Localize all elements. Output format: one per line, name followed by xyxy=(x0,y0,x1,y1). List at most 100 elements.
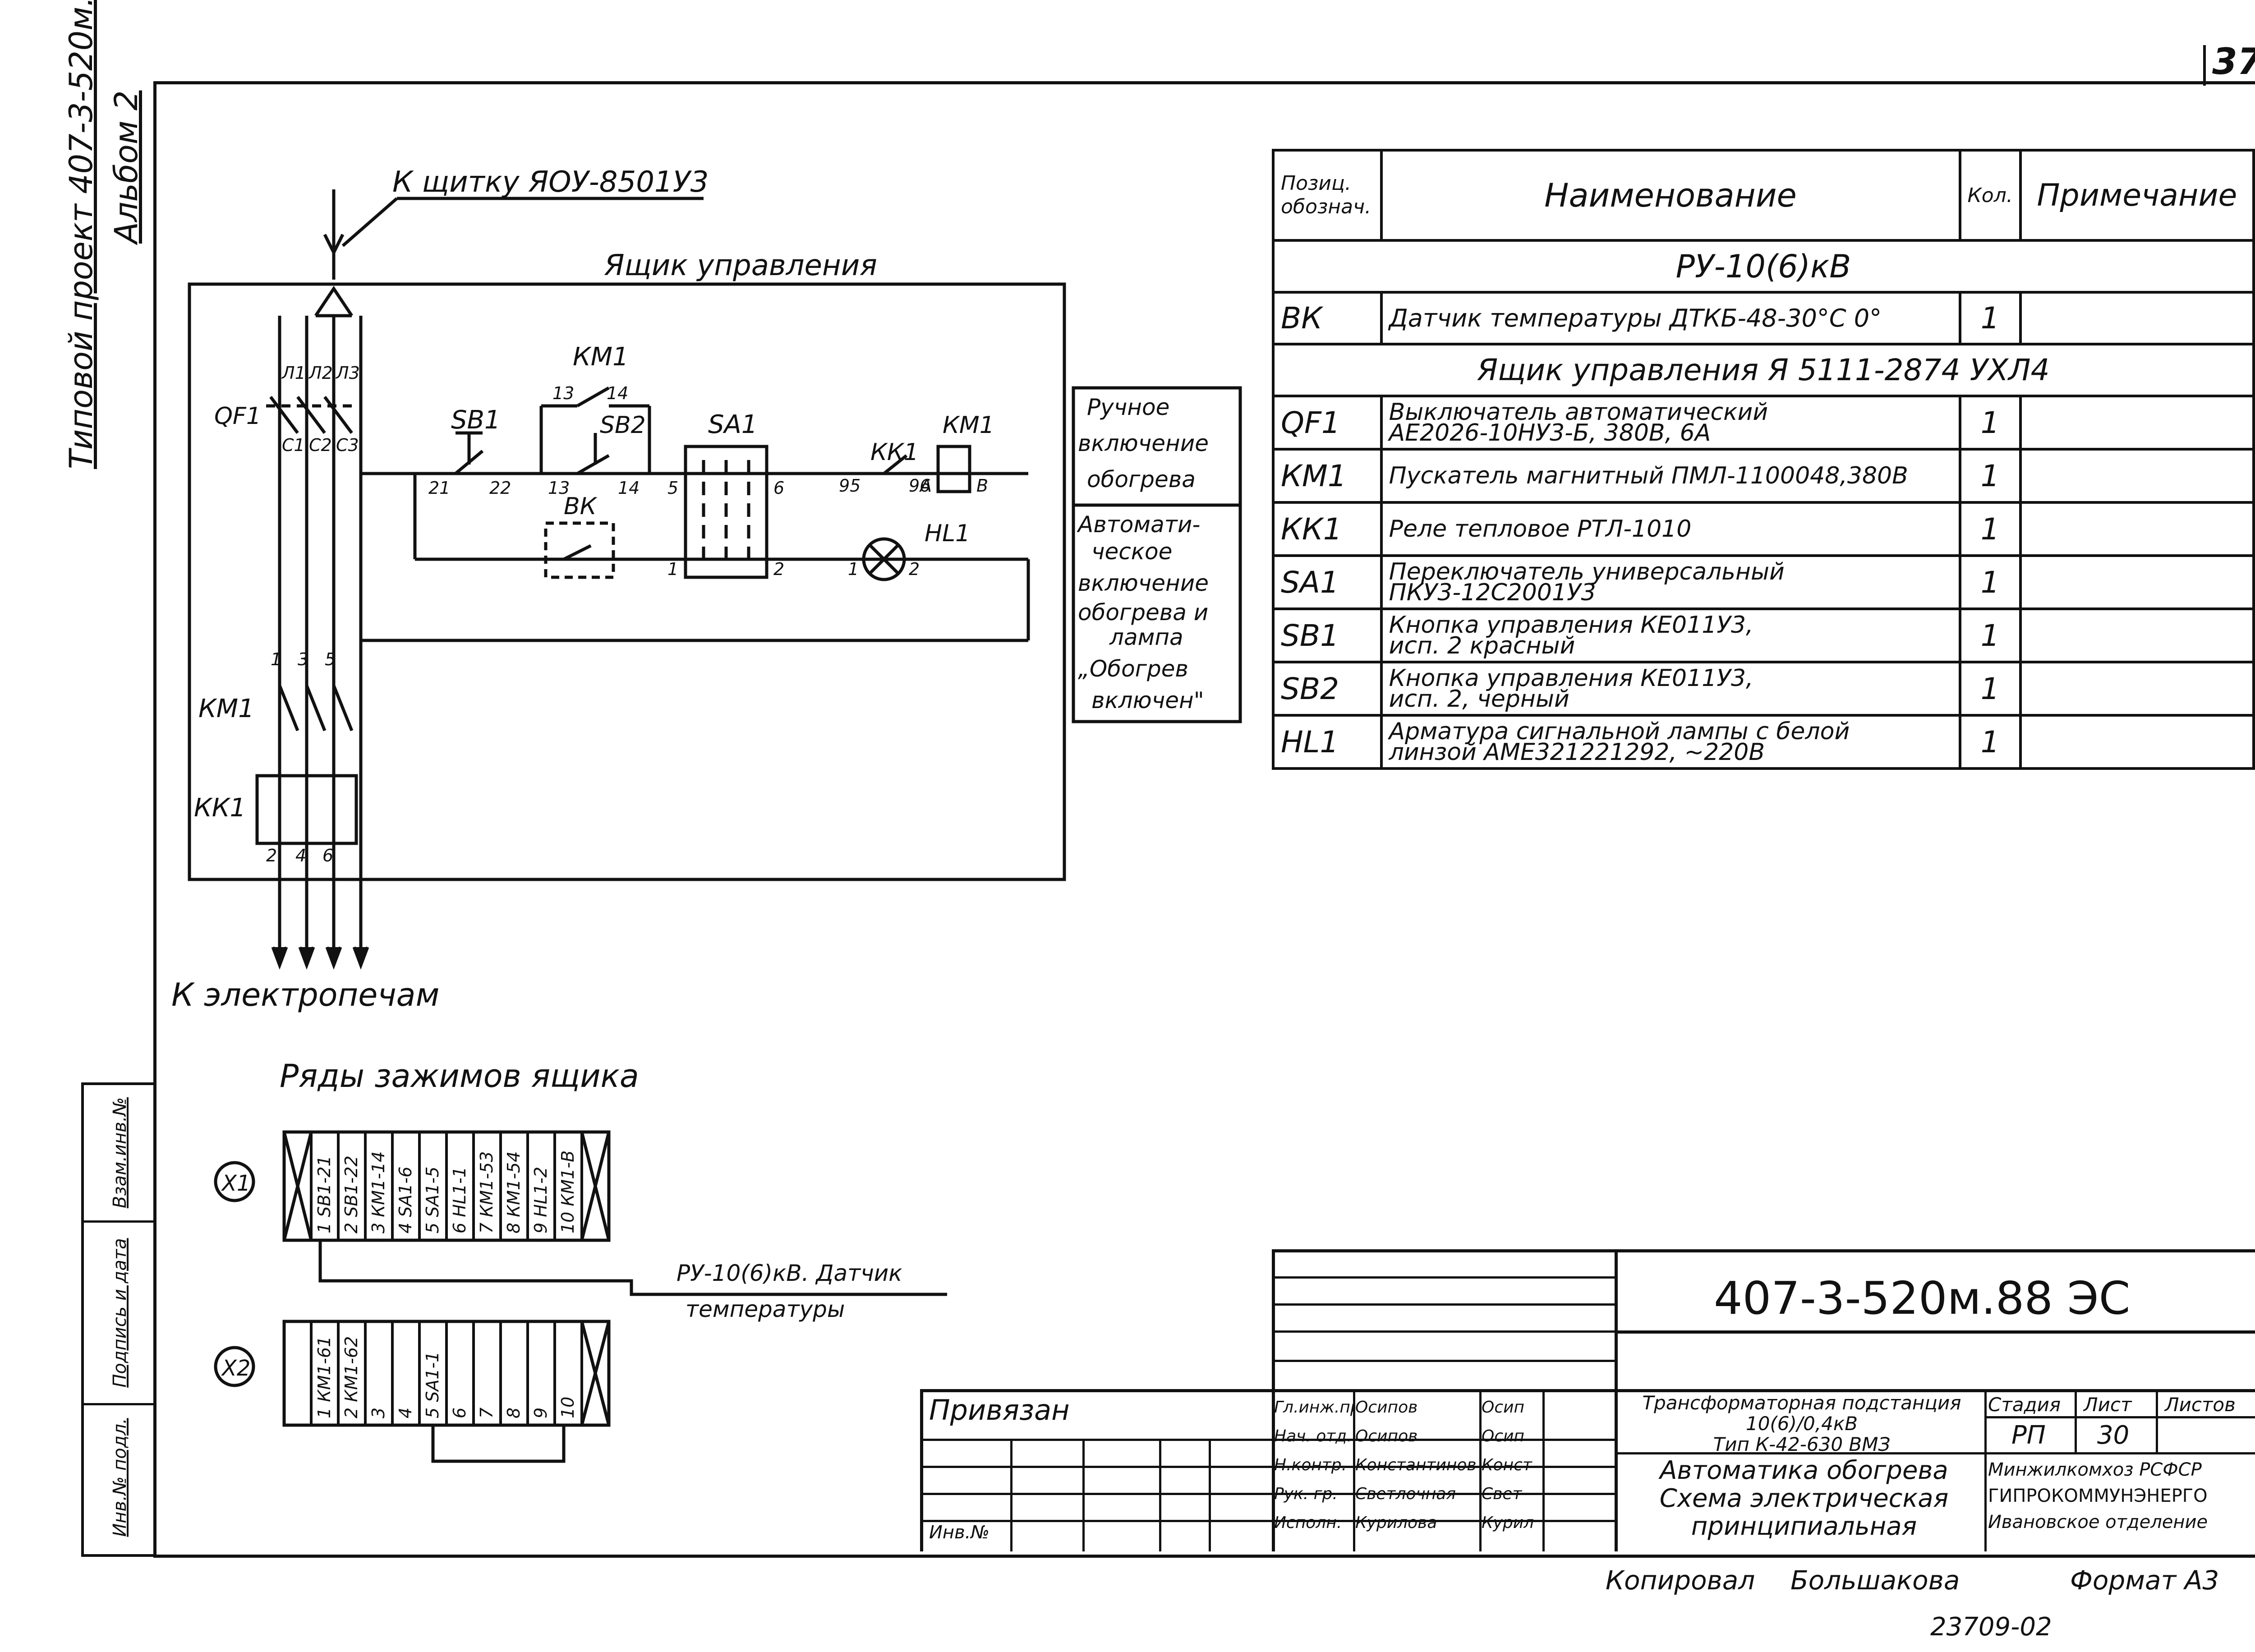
spec-cell-note xyxy=(2019,501,2255,557)
x2-marker-label: Х2 xyxy=(221,1356,250,1381)
auto-note-1: Автомати- xyxy=(1077,511,1200,538)
hl1-lamp xyxy=(862,537,906,581)
organization: Минжилкомхоз РСФСР ГИПРОКОММУНЭНЕРГО Ива… xyxy=(1988,1457,2254,1535)
spec-cell-note xyxy=(2019,714,2255,770)
role-sign: Курил xyxy=(1482,1513,1534,1532)
km1-coil-label: КМ1 xyxy=(943,412,994,439)
pin-sa1-2: 2 xyxy=(773,559,784,579)
spec-cell-pos: QF1 xyxy=(1272,395,1383,451)
feed-leader xyxy=(341,197,398,247)
pin-sb2-14a: 14 xyxy=(607,383,628,403)
pin-kk-6: 6 xyxy=(322,846,333,865)
header-name: Наименование xyxy=(1380,149,1961,242)
doc-code: 407-3-520м.88 ЭС xyxy=(1714,1272,2131,1325)
spec-cell-note xyxy=(2019,395,2255,451)
pin-sa1-5: 5 xyxy=(667,478,678,498)
km1-main-contact-2 xyxy=(305,685,327,732)
pin-kk-96: 96 xyxy=(909,476,930,496)
auto-note-6: „Обогрев xyxy=(1078,656,1188,682)
spec-section-1: РУ-10(6)кВ xyxy=(1272,239,2255,294)
x2-terminal-label: 5 SA1-1 xyxy=(423,1352,442,1418)
sheet-number-divider xyxy=(2203,45,2206,86)
kk1-label: КК1 xyxy=(194,793,246,823)
spec-cell-qty: 1 xyxy=(1958,607,2022,663)
x1-sensor-wire xyxy=(318,1240,947,1296)
project-title-2: 10(6)/0,4кВ xyxy=(1745,1413,1858,1435)
title-block: 407-3-520м.88 ЭС Привязан Инв.№ Гл.инж.п… xyxy=(920,1249,2255,1551)
spec-cell-qty: 1 xyxy=(1958,554,2022,610)
x2-terminal-label: 4 xyxy=(396,1408,415,1418)
qf1-contact-3 xyxy=(323,396,353,434)
spec-cell-name: Реле тепловое РТЛ-1010 xyxy=(1380,501,1961,557)
spec-name-line: Пускатель магнитный ПМЛ-1100048,380В xyxy=(1389,462,1908,489)
x2-marker xyxy=(214,1346,255,1387)
pin-coil-b: В xyxy=(976,476,988,496)
footer-format: Формат А3 xyxy=(2070,1565,2219,1596)
spec-table: Позиц. обознач. Наименование Кол. Примеч… xyxy=(1272,149,2255,770)
header-pos: Позиц. обознач. xyxy=(1272,149,1383,242)
x1-terminal-label: 3 КМ1-14 xyxy=(368,1151,388,1233)
km1-hold-contact xyxy=(576,386,610,408)
spec-cell-note xyxy=(2019,554,2255,610)
km1-main-contact-3 xyxy=(332,685,354,732)
x1-terminal-label: 4 SA1-6 xyxy=(396,1167,415,1233)
row-bk-name: Датчик температуры ДТКБ-48-30°С 0° xyxy=(1380,291,1961,345)
km1-top-label: КМ1 xyxy=(573,342,629,372)
role-sign: Конст xyxy=(1482,1455,1532,1474)
drawing-frame xyxy=(153,81,2255,1558)
sheets-header: Листов xyxy=(2165,1394,2236,1416)
auto-note-2: ческое xyxy=(1091,538,1172,565)
spec-cell-name: Пускатель магнитный ПМЛ-1100048,380В xyxy=(1380,448,1961,504)
spec-cell-note xyxy=(2019,448,2255,504)
sheet-value: 30 xyxy=(2097,1421,2130,1450)
pin-sb2-14b: 14 xyxy=(618,478,640,498)
kk1-thermal xyxy=(255,774,358,845)
pin-c3: С3 xyxy=(336,435,359,455)
section-1-label: РУ-10(6)кВ xyxy=(1272,239,2255,294)
role-role: Исполн. xyxy=(1274,1513,1342,1532)
qf1-contact-2 xyxy=(296,396,326,434)
header-note: Примечание xyxy=(2019,149,2255,242)
org-1: Минжилкомхоз РСФСР xyxy=(1988,1459,2202,1480)
pin-sb1-22: 22 xyxy=(489,478,511,498)
spec-header-row: Позиц. обознач. Наименование Кол. Примеч… xyxy=(1272,149,2255,242)
spec-cell-pos: КМ1 xyxy=(1272,448,1383,504)
sa1-label: SA1 xyxy=(708,410,757,439)
drawing-title-1: Автоматика обогрева xyxy=(1660,1456,1948,1485)
sheet-number: 37 xyxy=(2212,41,2255,83)
spec-row-bk: ВК Датчик температуры ДТКБ-48-30°С 0° 1 xyxy=(1272,291,2255,345)
role-sign: Осип xyxy=(1482,1427,1525,1445)
org-2: ГИПРОКОММУНЭНЕРГО xyxy=(1988,1486,2208,1506)
km1-main-contact-1 xyxy=(278,685,299,732)
sb2-contact xyxy=(576,454,610,475)
drawing-title-2: Схема электрическая xyxy=(1659,1484,1949,1513)
pin-hl-1: 1 xyxy=(848,559,859,579)
spec-name-line: Реле тепловое РТЛ-1010 xyxy=(1389,515,1692,543)
pin-hl-2: 2 xyxy=(909,559,920,579)
fork xyxy=(314,285,353,317)
spec-cell-qty: 1 xyxy=(1958,501,2022,557)
footer-copied: Копировал xyxy=(1606,1565,1755,1596)
km1-coil xyxy=(936,445,971,493)
project-title: Трансформаторная подстанция 10(6)/0,4кВ … xyxy=(1619,1393,1984,1455)
x1-terminal-label: 8 КМ1-54 xyxy=(504,1151,524,1233)
spec-cell-qty: 1 xyxy=(1958,661,2022,717)
x2-terminal-label: 8 xyxy=(504,1408,524,1418)
spec-name-line: ПКУ3-12С2001У3 xyxy=(1389,579,1596,606)
footer-copier: Большакова xyxy=(1790,1565,1960,1596)
sb2-label: SB2 xyxy=(600,412,646,439)
role-sign: Осип xyxy=(1482,1398,1525,1417)
x1-terminal-label: 5 SA1-5 xyxy=(423,1167,442,1233)
role-role: Гл.инж.пр. xyxy=(1274,1398,1355,1417)
pin-coil-a: А xyxy=(919,476,932,496)
spec-name-line: линзой АМЕ321221292, ~220В xyxy=(1389,739,1765,766)
